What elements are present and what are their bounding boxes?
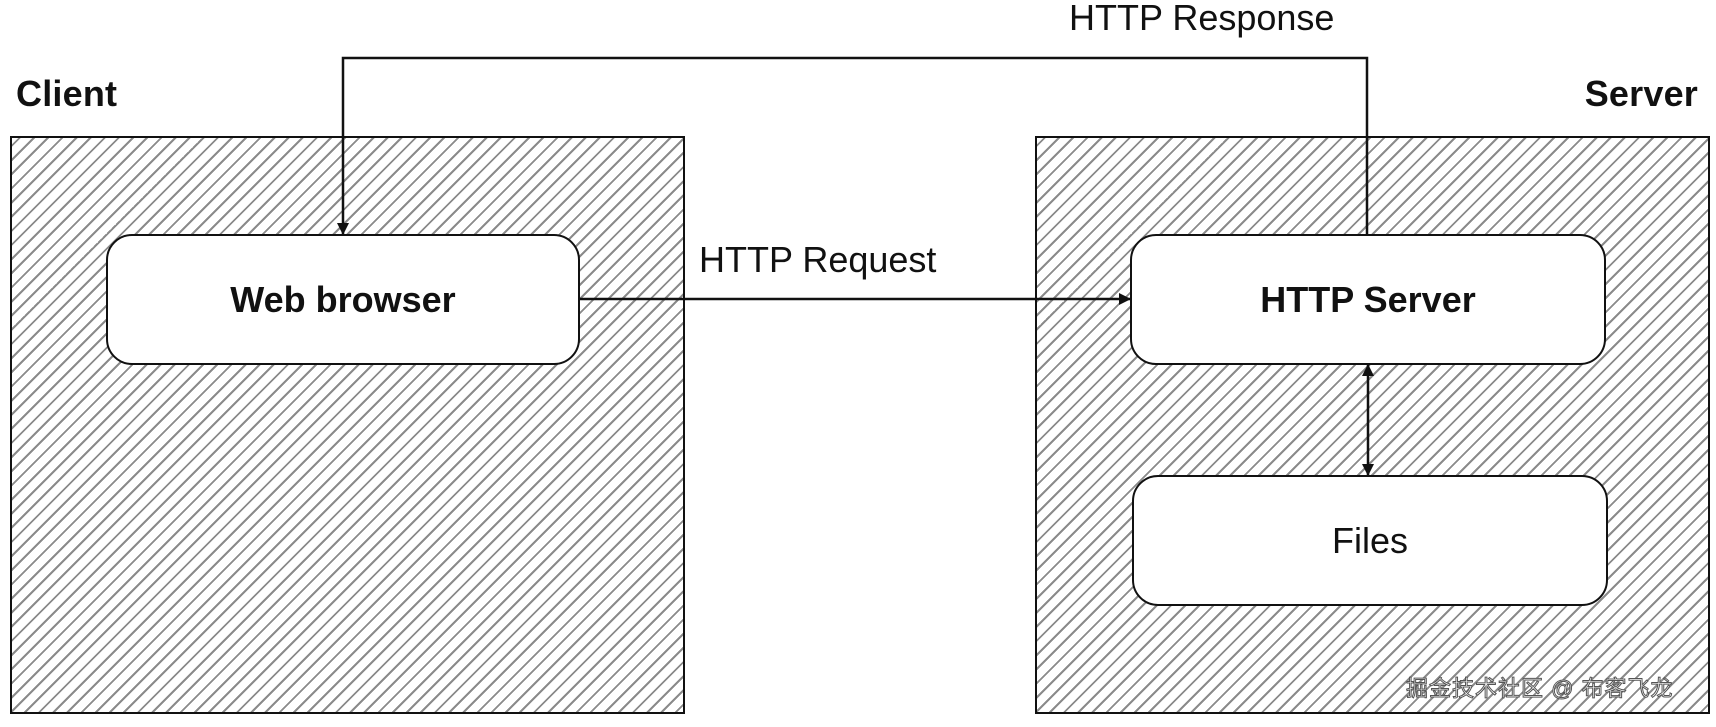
response-arrow [337,56,1369,235]
watermark: 掘金技术社区 @ 布客飞龙 [1406,676,1674,701]
files-node: Files [1132,475,1608,606]
request-label: HTTP Request [699,239,937,280]
http-server-label: HTTP Server [1260,278,1476,320]
response-label: HTTP Response [1069,0,1335,38]
http-server-node: HTTP Server [1130,234,1606,365]
web-browser-label: Web browser [230,278,456,320]
client-zone-title: Client [16,73,118,114]
server-zone-title: Server [1584,73,1698,114]
web-browser-node: Web browser [106,234,580,365]
files-label: Files [1331,519,1408,561]
